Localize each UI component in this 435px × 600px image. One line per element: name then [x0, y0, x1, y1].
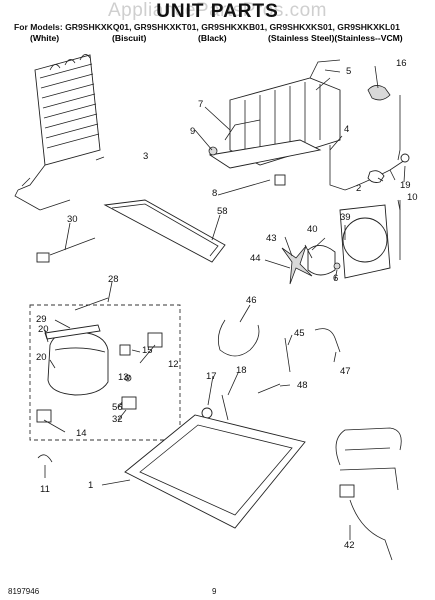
part-rod: [397, 95, 401, 161]
callout-39: 39: [340, 212, 351, 223]
callout-30: 30: [67, 214, 78, 225]
part-45: [284, 337, 291, 373]
part-8: [274, 174, 286, 186]
callout-18: 18: [236, 365, 247, 376]
callout-48: 48: [297, 380, 308, 391]
variant-black: (Black): [198, 33, 227, 43]
compressor: [47, 331, 109, 396]
condenser-coil: [14, 54, 101, 211]
callout-5: 5: [346, 66, 352, 77]
callout-12: 12: [168, 359, 179, 370]
part-48: [257, 383, 281, 394]
callout-20b: 20: [36, 352, 47, 363]
callout-19: 19: [400, 180, 411, 191]
tube-4: [329, 145, 406, 191]
part-28-tube: [74, 297, 109, 311]
base-plate-inner: [139, 424, 293, 516]
wire-harness: [335, 427, 402, 561]
part-17: [201, 407, 213, 419]
callout-3: 3: [143, 151, 149, 162]
callout-16: 16: [396, 58, 407, 69]
callout-9: 9: [190, 126, 196, 137]
variant-stainless: (Stainless Steel)(Stainless--VCM): [268, 33, 403, 43]
drain-pan-rim: [111, 203, 219, 257]
part-6: [333, 262, 341, 270]
part-18: [221, 394, 229, 421]
variant-white: (White): [30, 33, 60, 43]
callout-17: 17: [206, 371, 217, 382]
harness-connector: [339, 484, 355, 498]
compressor-group-box: [29, 304, 181, 441]
callout-42: 42: [344, 540, 355, 551]
callout-45: 45: [294, 328, 305, 339]
watermark: AppliancePartsPros.com: [107, 0, 328, 21]
callout-13: 13: [118, 372, 129, 383]
part-29: [44, 324, 101, 340]
callout-47: 47: [340, 366, 351, 377]
callout-46: 46: [246, 295, 257, 306]
drain-pan: [103, 199, 226, 263]
part-14: [36, 409, 52, 423]
part-47: [314, 328, 341, 353]
callout-14: 14: [76, 428, 87, 439]
page-number: 9: [212, 587, 217, 596]
callout-56: 56: [112, 402, 123, 413]
callout-43: 43: [266, 233, 277, 244]
callout-6: 6: [333, 273, 339, 284]
variant-biscuit: (Biscuit): [112, 33, 147, 43]
callout-8: 8: [212, 188, 218, 199]
base-plate: [124, 414, 306, 529]
fan-shroud-ring: [342, 217, 388, 263]
callout-11: 11: [40, 484, 50, 495]
part-46: [217, 319, 260, 357]
part-19: [400, 153, 410, 163]
callout-20: 20: [38, 324, 49, 335]
callout-28: 28: [108, 274, 119, 285]
doc-number: 8197946: [8, 587, 40, 596]
part-16: [367, 85, 391, 101]
page-title: UNIT PARTS: [156, 1, 279, 22]
callout-2: 2: [356, 183, 362, 194]
callout-32: 32: [112, 414, 123, 425]
part-11: [37, 454, 53, 463]
fan-blade: [281, 245, 313, 285]
compressor-seam: [54, 347, 106, 353]
part-2: [367, 170, 385, 183]
callout-1: 1: [88, 480, 94, 491]
part-12: [147, 332, 163, 348]
callout-29: 29: [36, 314, 47, 325]
part-30: [49, 237, 96, 256]
evaporator-assembly: [208, 59, 341, 169]
models-line: For Models: GR9SHKXKQ01, GR9SHKXKT01, GR…: [14, 22, 400, 32]
callout-10: 10: [407, 192, 418, 203]
callout-58: 58: [217, 206, 228, 217]
part-30-plug: [36, 252, 50, 263]
callout-7: 7: [198, 99, 204, 110]
part-15: [119, 344, 131, 356]
callout-44: 44: [250, 253, 261, 264]
callout-4: 4: [344, 124, 350, 135]
leader-lines: [43, 65, 406, 540]
callout-15: 15: [142, 345, 153, 356]
part-32: [121, 396, 137, 410]
callout-40: 40: [307, 224, 318, 235]
